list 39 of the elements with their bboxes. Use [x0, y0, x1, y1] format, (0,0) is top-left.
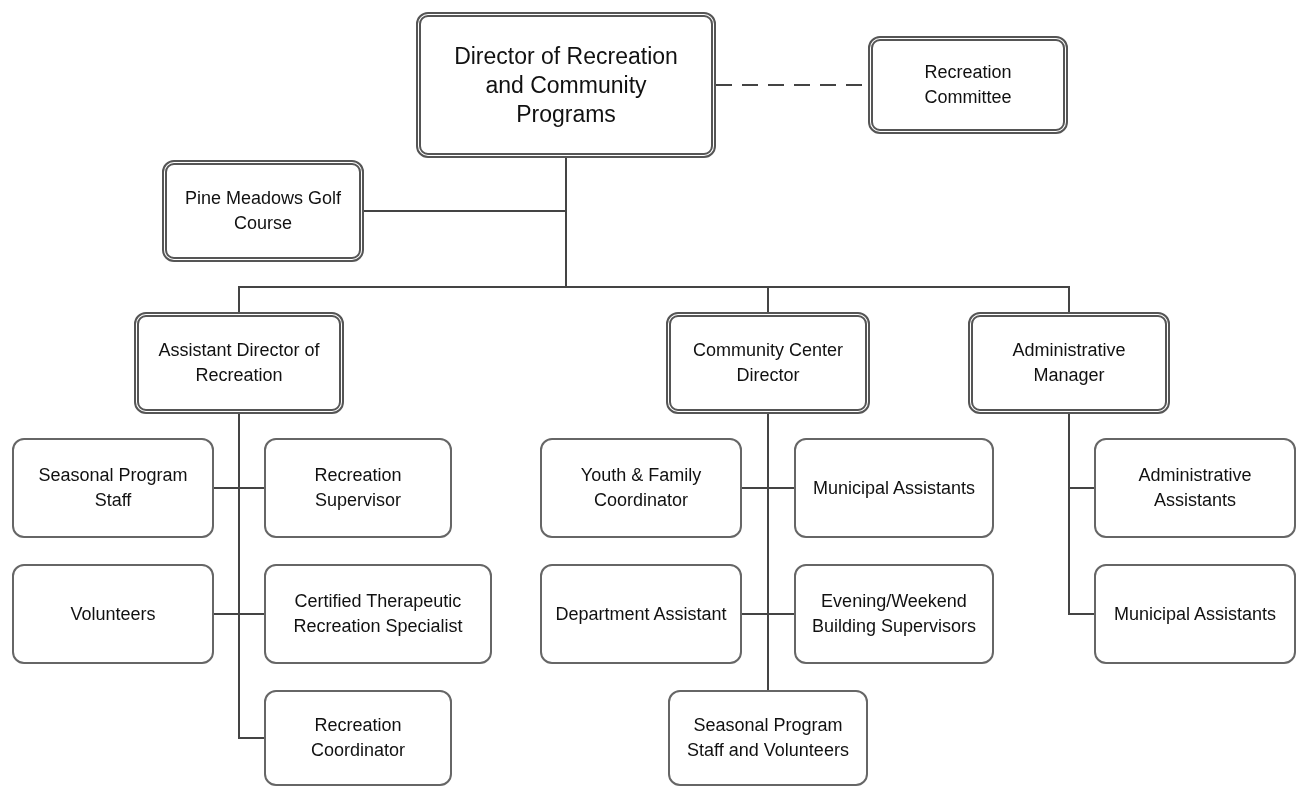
- manager-box: [416, 12, 716, 158]
- position-box: [264, 690, 452, 786]
- manager-box: [666, 312, 870, 414]
- position-title: Youth & Family Coordinator: [579, 464, 703, 512]
- connector-line: [1068, 413, 1095, 615]
- manager-box: [968, 312, 1170, 414]
- position-title: Director of Recreation and Community Programs: [453, 41, 679, 129]
- position-box: [540, 438, 742, 538]
- position-title: Administrative Manager: [1011, 339, 1127, 387]
- position-box: [1094, 564, 1296, 664]
- position-title: Volunteers: [70, 602, 156, 626]
- manager-box: [868, 36, 1068, 134]
- position-title: Municipal Assistants: [812, 476, 976, 500]
- position-box: [12, 564, 214, 664]
- manager-box: [162, 160, 364, 262]
- position-title: Seasonal Program Staff and Volunteers: [686, 714, 850, 762]
- position-box: [668, 690, 868, 786]
- position-box: [540, 564, 742, 664]
- position-title: Community Center Director: [691, 339, 844, 387]
- position-title: Administrative Assistants: [1137, 464, 1253, 512]
- position-title: Pine Meadows Golf Course: [183, 187, 343, 235]
- position-title: Certified Therapeutic Recreation Specialist: [292, 590, 464, 638]
- position-box: [264, 564, 492, 664]
- manager-box: [134, 312, 344, 414]
- position-title: Recreation Supervisor: [313, 464, 403, 512]
- position-box: [264, 438, 452, 538]
- position-title: Evening/Weekend Building Supervisors: [810, 590, 978, 638]
- position-box: [794, 438, 994, 538]
- connector-line: [238, 413, 265, 739]
- position-title: Recreation Committee: [923, 61, 1013, 109]
- position-title: Recreation Coordinator: [309, 714, 407, 762]
- position-title: Department Assistant: [555, 602, 727, 626]
- position-title: Municipal Assistants: [1113, 602, 1277, 626]
- position-title: Assistant Director of Recreation: [157, 339, 321, 387]
- position-box: [12, 438, 214, 538]
- connector-line: [767, 413, 769, 691]
- position-box: [1094, 438, 1296, 538]
- position-box: [794, 564, 994, 664]
- position-title: Seasonal Program Staff: [37, 464, 189, 512]
